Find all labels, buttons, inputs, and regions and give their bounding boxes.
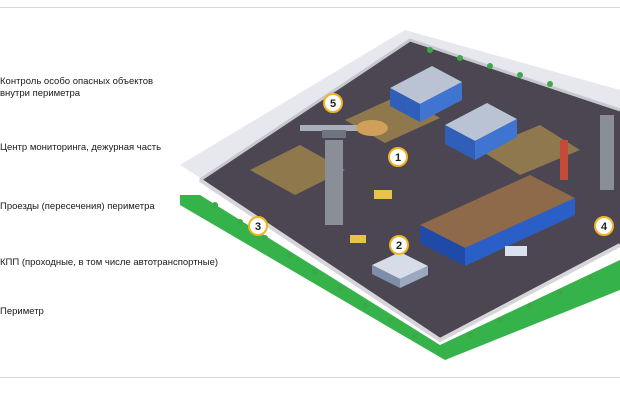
chimney-stacks <box>560 115 614 190</box>
legend-item-crossings: Проезды (пересечения) периметра <box>0 201 155 212</box>
marker-1-number: 1 <box>395 152 401 164</box>
perimeter-grass <box>180 195 620 360</box>
warehouse-buildings <box>390 66 517 160</box>
processing-tower <box>300 125 370 225</box>
bottom-divider <box>0 377 620 378</box>
marker-1: 1 <box>388 147 408 167</box>
marker-3: 3 <box>248 216 268 236</box>
marker-2: 2 <box>389 235 409 255</box>
legend: Контроль особо опасных объектов внутри п… <box>0 0 240 400</box>
legend-item-perimeter: Периметр <box>0 306 44 317</box>
monitoring-center <box>372 252 428 288</box>
legend-item-checkpoints: КПП (проходные, в том числе автотранспор… <box>0 257 219 268</box>
perimeter-fence-front <box>198 178 620 343</box>
legend-item-hazard-objects: Контроль особо опасных объектов внутри п… <box>0 76 154 99</box>
site-asphalt <box>200 40 620 340</box>
legend-item-monitoring-center: Центр мониторинга, дежурная часть <box>0 142 162 153</box>
marker-3-number: 3 <box>255 221 261 233</box>
perimeter-trees <box>212 47 593 339</box>
production-hall <box>420 175 575 266</box>
marker-4-number: 4 <box>601 221 608 233</box>
storage-tank <box>356 120 388 136</box>
marker-4: 4 <box>594 216 614 236</box>
top-divider <box>0 7 620 8</box>
vehicles <box>350 190 527 256</box>
marker-2-number: 2 <box>396 240 402 252</box>
marker-5-number: 5 <box>330 98 336 110</box>
marker-5: 5 <box>323 93 343 113</box>
